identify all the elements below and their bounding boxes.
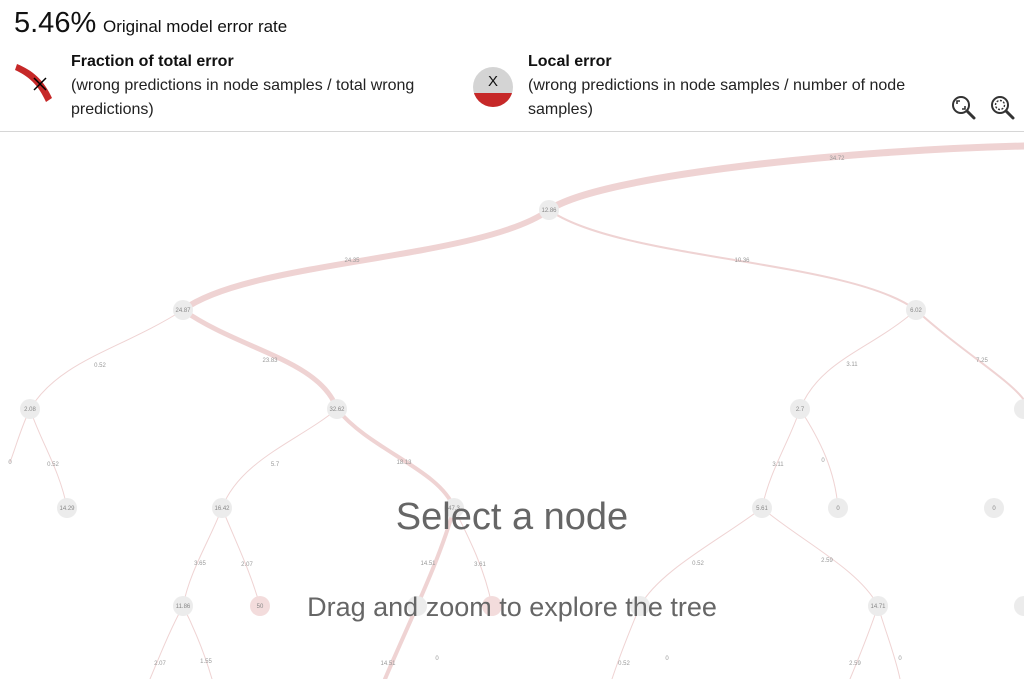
tree-node[interactable]: 12.86	[539, 200, 559, 220]
tree-node[interactable]: 14.71	[868, 596, 888, 616]
svg-text:14.29: 14.29	[59, 506, 75, 512]
edge-label: 1.55	[200, 659, 212, 665]
svg-text:12.86: 12.86	[541, 208, 557, 214]
tree-node[interactable]: 2.7	[790, 399, 810, 419]
tree-node[interactable]: 50	[250, 596, 270, 616]
edge-label: 24.35	[344, 258, 360, 264]
svg-text:6.02: 6.02	[910, 308, 922, 314]
drag-zoom-hint: Drag and zoom to explore the tree	[307, 592, 717, 622]
tree-edge	[453, 507, 493, 607]
edge-label: 5.7	[271, 462, 280, 468]
svg-text:32.62: 32.62	[329, 407, 345, 413]
zoom-reset-icon[interactable]	[989, 94, 1015, 120]
svg-text:16.42: 16.42	[214, 506, 230, 512]
tree-edge	[221, 507, 261, 607]
tree-node[interactable]	[482, 596, 502, 616]
tree-edge	[545, 142, 1024, 214]
tree-edge	[180, 207, 552, 313]
tree-node[interactable]: 24.87	[173, 300, 193, 320]
local-error-description: (wrong predictions in node samples / num…	[528, 77, 906, 118]
tree-node[interactable]	[1014, 596, 1024, 616]
edge-label: 2.59	[849, 661, 861, 667]
edge-label: 0.52	[692, 561, 704, 567]
svg-text:50: 50	[257, 604, 264, 610]
tree-edge	[548, 209, 917, 311]
local-error-letter: X	[488, 73, 498, 90]
edge-label: 0	[8, 460, 12, 466]
tree-edge	[761, 507, 879, 607]
edge-label: 3.61	[474, 562, 486, 568]
error-rate-value: 5.46%	[14, 7, 97, 39]
svg-text:0: 0	[992, 506, 996, 512]
edge-label: 3.11	[772, 462, 784, 468]
svg-text:24.87: 24.87	[175, 308, 191, 314]
select-node-prompt: Select a node	[395, 496, 629, 538]
edge-label: 18.13	[396, 460, 412, 466]
edge-label: 14.51	[420, 561, 436, 567]
edge-label: 0.52	[47, 462, 59, 468]
edge-label: 3.65	[194, 561, 206, 567]
tree-node[interactable]: 5.61	[752, 498, 772, 518]
tree-node[interactable]: 0	[984, 498, 1004, 518]
edge-label: 23.83	[262, 358, 278, 364]
edge-label: 14.51	[380, 661, 396, 667]
tree-node[interactable]: 16.42	[212, 498, 232, 518]
tree-edge	[221, 408, 338, 509]
local-error-circle-icon: X	[473, 67, 513, 107]
tree-node[interactable]	[630, 596, 650, 616]
tree-edge	[915, 309, 1024, 401]
tree-node[interactable]: 47.3	[444, 498, 464, 518]
svg-text:14.71: 14.71	[870, 604, 886, 610]
edge-label: 3.11	[846, 362, 858, 368]
tree-node[interactable]	[407, 596, 427, 616]
fraction-error-swatch-icon	[15, 64, 52, 102]
tree-edge	[639, 507, 763, 607]
svg-text:11.86: 11.86	[176, 604, 191, 610]
edge-label: 34.72	[829, 156, 845, 162]
svg-text:2.7: 2.7	[796, 407, 805, 413]
edge-label: 2.07	[241, 562, 253, 568]
svg-text:2.08: 2.08	[24, 407, 36, 413]
edge-label: 0	[821, 458, 825, 464]
tree-edge	[29, 408, 68, 509]
decision-tree-svg[interactable]: 34.72 24.35 10.36 0.52 23.83 3.11 7.25 0…	[0, 133, 1024, 679]
svg-text:47.3: 47.3	[448, 506, 460, 512]
edge-label: 0	[665, 656, 669, 662]
error-rate-label: Original model error rate	[103, 17, 288, 36]
tree-node[interactable]: 14.29	[57, 498, 77, 518]
fraction-error-title: Fraction of total error	[71, 53, 234, 70]
edge-label: 0.52	[618, 661, 630, 667]
edge-label: 0.52	[94, 363, 106, 369]
fraction-error-description: (wrong predictions in node samples / tot…	[71, 77, 415, 118]
tree-edge	[799, 408, 839, 509]
tree-node[interactable]: 2.08	[20, 399, 40, 419]
tree-node[interactable]	[1014, 399, 1024, 419]
tree-edge	[182, 507, 223, 607]
tree-node[interactable]: 0	[828, 498, 848, 518]
tree-edge	[29, 309, 184, 410]
tree-edge	[335, 407, 456, 510]
tree-node[interactable]: 11.86	[173, 596, 193, 616]
tree-edge	[761, 408, 801, 509]
zoom-to-fit-icon[interactable]	[950, 94, 976, 120]
local-error-title: Local error	[528, 53, 612, 70]
legend-header: 5.46% Original model error rate Fraction…	[0, 0, 1024, 132]
tree-edge	[799, 309, 917, 410]
edge-label: 7.25	[976, 358, 988, 364]
edge-label: 2.59	[821, 558, 833, 564]
edge-label: 0	[898, 656, 902, 662]
tree-node[interactable]: 32.62	[327, 399, 347, 419]
edge-label: 2.07	[154, 661, 166, 667]
tree-edge	[180, 307, 340, 412]
edge-label: 0	[435, 656, 439, 662]
edge-label: 10.36	[734, 258, 750, 264]
tree-node[interactable]: 6.02	[906, 300, 926, 320]
tree-edge	[383, 506, 456, 679]
decision-tree-canvas[interactable]: 34.72 24.35 10.36 0.52 23.83 3.11 7.25 0…	[0, 133, 1024, 679]
svg-text:0: 0	[836, 506, 840, 512]
svg-text:5.61: 5.61	[756, 506, 768, 512]
